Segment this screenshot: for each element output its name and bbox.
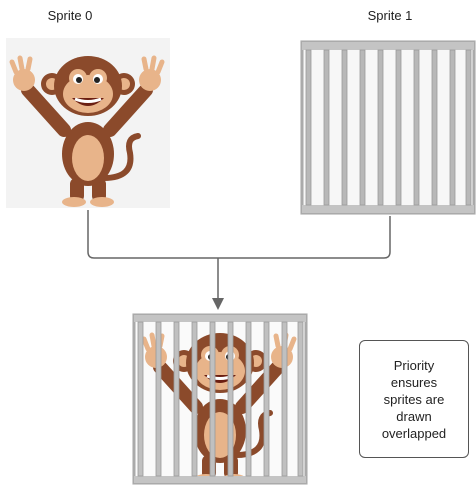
caged-monkey-icon [132, 313, 308, 485]
priority-note-box: Priority ensures sprites are drawn overl… [359, 340, 469, 458]
note-line: drawn [382, 408, 446, 425]
note-line: ensures [382, 374, 446, 391]
note-line: overlapped [382, 425, 446, 442]
combined-sprites-image [132, 313, 308, 485]
note-line: Priority [382, 357, 446, 374]
cage-bars-icon [300, 40, 476, 215]
sprite-1-image [300, 40, 476, 215]
priority-note-text: Priority ensures sprites are drawn overl… [382, 357, 446, 442]
sprite-0-image [6, 38, 170, 208]
monkey-icon [6, 38, 170, 208]
note-line: sprites are [382, 391, 446, 408]
